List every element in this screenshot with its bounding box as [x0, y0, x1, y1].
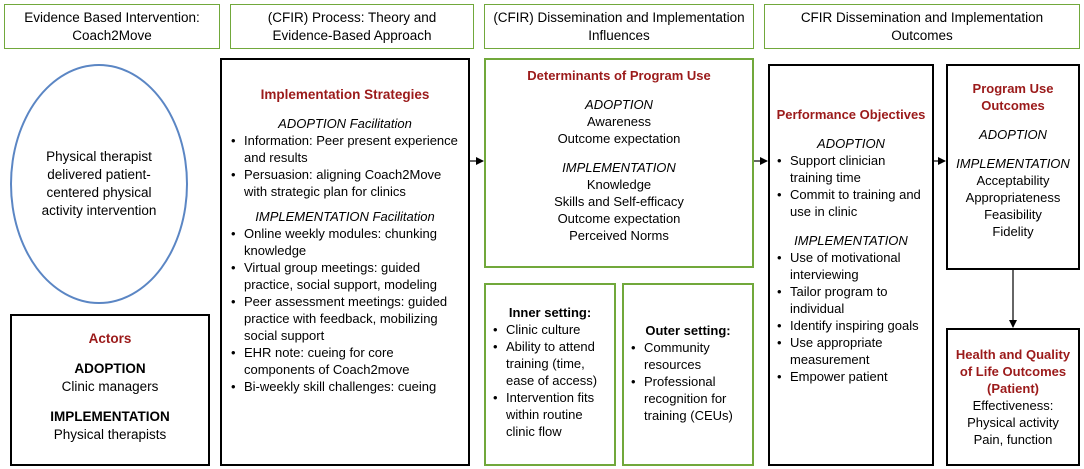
strategies-adoption-heading: ADOPTION Facilitation: [278, 116, 412, 131]
intervention-ellipse: Physical therapist delivered patient-cen…: [10, 64, 188, 304]
list-item: Professional recognition for training (C…: [630, 373, 746, 424]
program-use-implementation-heading: IMPLEMENTATION: [956, 156, 1070, 171]
performance-adoption-list: Support clinician training time Commit t…: [776, 152, 926, 220]
program-use-item: Fidelity: [992, 224, 1034, 239]
list-item: Clinic culture: [492, 321, 608, 338]
program-use-item: Feasibility: [984, 207, 1042, 222]
determinants-implementation-item: Skills and Self-efficacy: [554, 194, 684, 209]
list-item: Use appropriate measurement: [776, 334, 926, 368]
inner-setting-list: Clinic culture Ability to attend trainin…: [492, 321, 608, 440]
list-item: Information: Peer present experience and…: [230, 132, 460, 166]
program-use-adoption-heading: ADOPTION: [979, 127, 1047, 142]
actors-adoption-value: Clinic managers: [61, 379, 159, 394]
performance-adoption-heading: ADOPTION: [817, 136, 885, 151]
list-item: Intervention fits within routine clinic …: [492, 389, 608, 440]
actors-title: Actors: [88, 331, 132, 346]
program-use-item: Acceptability: [976, 173, 1050, 188]
program-use-title: Program Use Outcomes: [972, 81, 1054, 113]
header-intervention-text: Evidence Based Intervention: Coach2Move: [24, 9, 200, 43]
header-influences: (CFIR) Dissemination and Implementation …: [484, 4, 754, 49]
actors-adoption-label: ADOPTION: [74, 361, 146, 376]
determinants-implementation-item: Perceived Norms: [569, 228, 669, 243]
strategies-implementation-heading: IMPLEMENTATION Facilitation: [255, 209, 435, 224]
actors-implementation-label: IMPLEMENTATION: [50, 409, 170, 424]
header-outcomes: CFIR Dissemination and Implementation Ou…: [764, 4, 1080, 49]
outer-setting-box: Outer setting: Community resources Profe…: [622, 283, 754, 466]
list-item: Commit to training and use in clinic: [776, 186, 926, 220]
performance-box: Performance Objectives ADOPTION Support …: [768, 64, 934, 466]
list-item: EHR note: cueing for core components of …: [230, 344, 460, 378]
actors-box: Actors ADOPTION Clinic managers IMPLEMEN…: [10, 314, 210, 466]
inner-setting-title: Inner setting:: [508, 305, 592, 320]
strategies-box: Implementation Strategies ADOPTION Facil…: [220, 58, 470, 466]
header-process-text: (CFIR) Process: Theory and Evidence-Base…: [267, 9, 437, 43]
determinants-adoption-item: Outcome expectation: [557, 131, 681, 146]
actors-implementation-value: Physical therapists: [53, 427, 167, 442]
health-item: Pain, function: [973, 432, 1053, 447]
list-item: Persuasion: aligning Coach2Move with str…: [230, 166, 460, 200]
strategies-title: Implementation Strategies: [260, 87, 430, 102]
list-item: Community resources: [630, 339, 746, 373]
outer-setting-title: Outer setting:: [645, 323, 731, 338]
list-item: Support clinician training time: [776, 152, 926, 186]
health-box: Health and Quality of Life Outcomes (Pat…: [946, 328, 1080, 466]
header-outcomes-text: CFIR Dissemination and Implementation Ou…: [800, 9, 1044, 43]
determinants-implementation-heading: IMPLEMENTATION: [562, 160, 676, 175]
health-label: Effectiveness:: [972, 398, 1054, 413]
intervention-text: Physical therapist delivered patient-cen…: [41, 149, 157, 218]
list-item: Identify inspiring goals: [776, 317, 926, 334]
performance-implementation-list: Use of motivational interviewing Tailor …: [776, 249, 926, 385]
inner-setting-box: Inner setting: Clinic culture Ability to…: [484, 283, 616, 466]
health-item: Physical activity: [967, 415, 1059, 430]
list-item: Bi-weekly skill challenges: cueing: [230, 378, 460, 395]
determinants-implementation-item: Outcome expectation: [557, 211, 681, 226]
list-item: Empower patient: [776, 368, 926, 385]
program-use-item: Appropriateness: [965, 190, 1061, 205]
determinants-implementation-item: Knowledge: [586, 177, 652, 192]
list-item: Tailor program to individual: [776, 283, 926, 317]
header-intervention: Evidence Based Intervention: Coach2Move: [4, 4, 220, 49]
program-use-box: Program Use Outcomes ADOPTION IMPLEMENTA…: [946, 64, 1080, 270]
list-item: Online weekly modules: chunking knowledg…: [230, 225, 460, 259]
list-item: Use of motivational interviewing: [776, 249, 926, 283]
strategies-implementation-list: Online weekly modules: chunking knowledg…: [230, 225, 460, 395]
header-process: (CFIR) Process: Theory and Evidence-Base…: [230, 4, 474, 49]
list-item: Ability to attend training (time, ease o…: [492, 338, 608, 389]
determinants-adoption-heading: ADOPTION: [585, 97, 653, 112]
determinants-adoption-item: Awareness: [586, 114, 652, 129]
outer-setting-list: Community resources Professional recogni…: [630, 339, 746, 424]
performance-implementation-heading: IMPLEMENTATION: [794, 233, 908, 248]
health-title: Health and Quality of Life Outcomes (Pat…: [955, 347, 1071, 396]
determinants-title: Determinants of Program Use: [527, 68, 711, 83]
performance-title: Performance Objectives: [776, 107, 926, 122]
determinants-box: Determinants of Program Use ADOPTION Awa…: [484, 58, 754, 268]
strategies-adoption-list: Information: Peer present experience and…: [230, 132, 460, 200]
list-item: Peer assessment meetings: guided practic…: [230, 293, 460, 344]
list-item: Virtual group meetings: guided practice,…: [230, 259, 460, 293]
header-influences-text: (CFIR) Dissemination and Implementation …: [493, 9, 745, 43]
